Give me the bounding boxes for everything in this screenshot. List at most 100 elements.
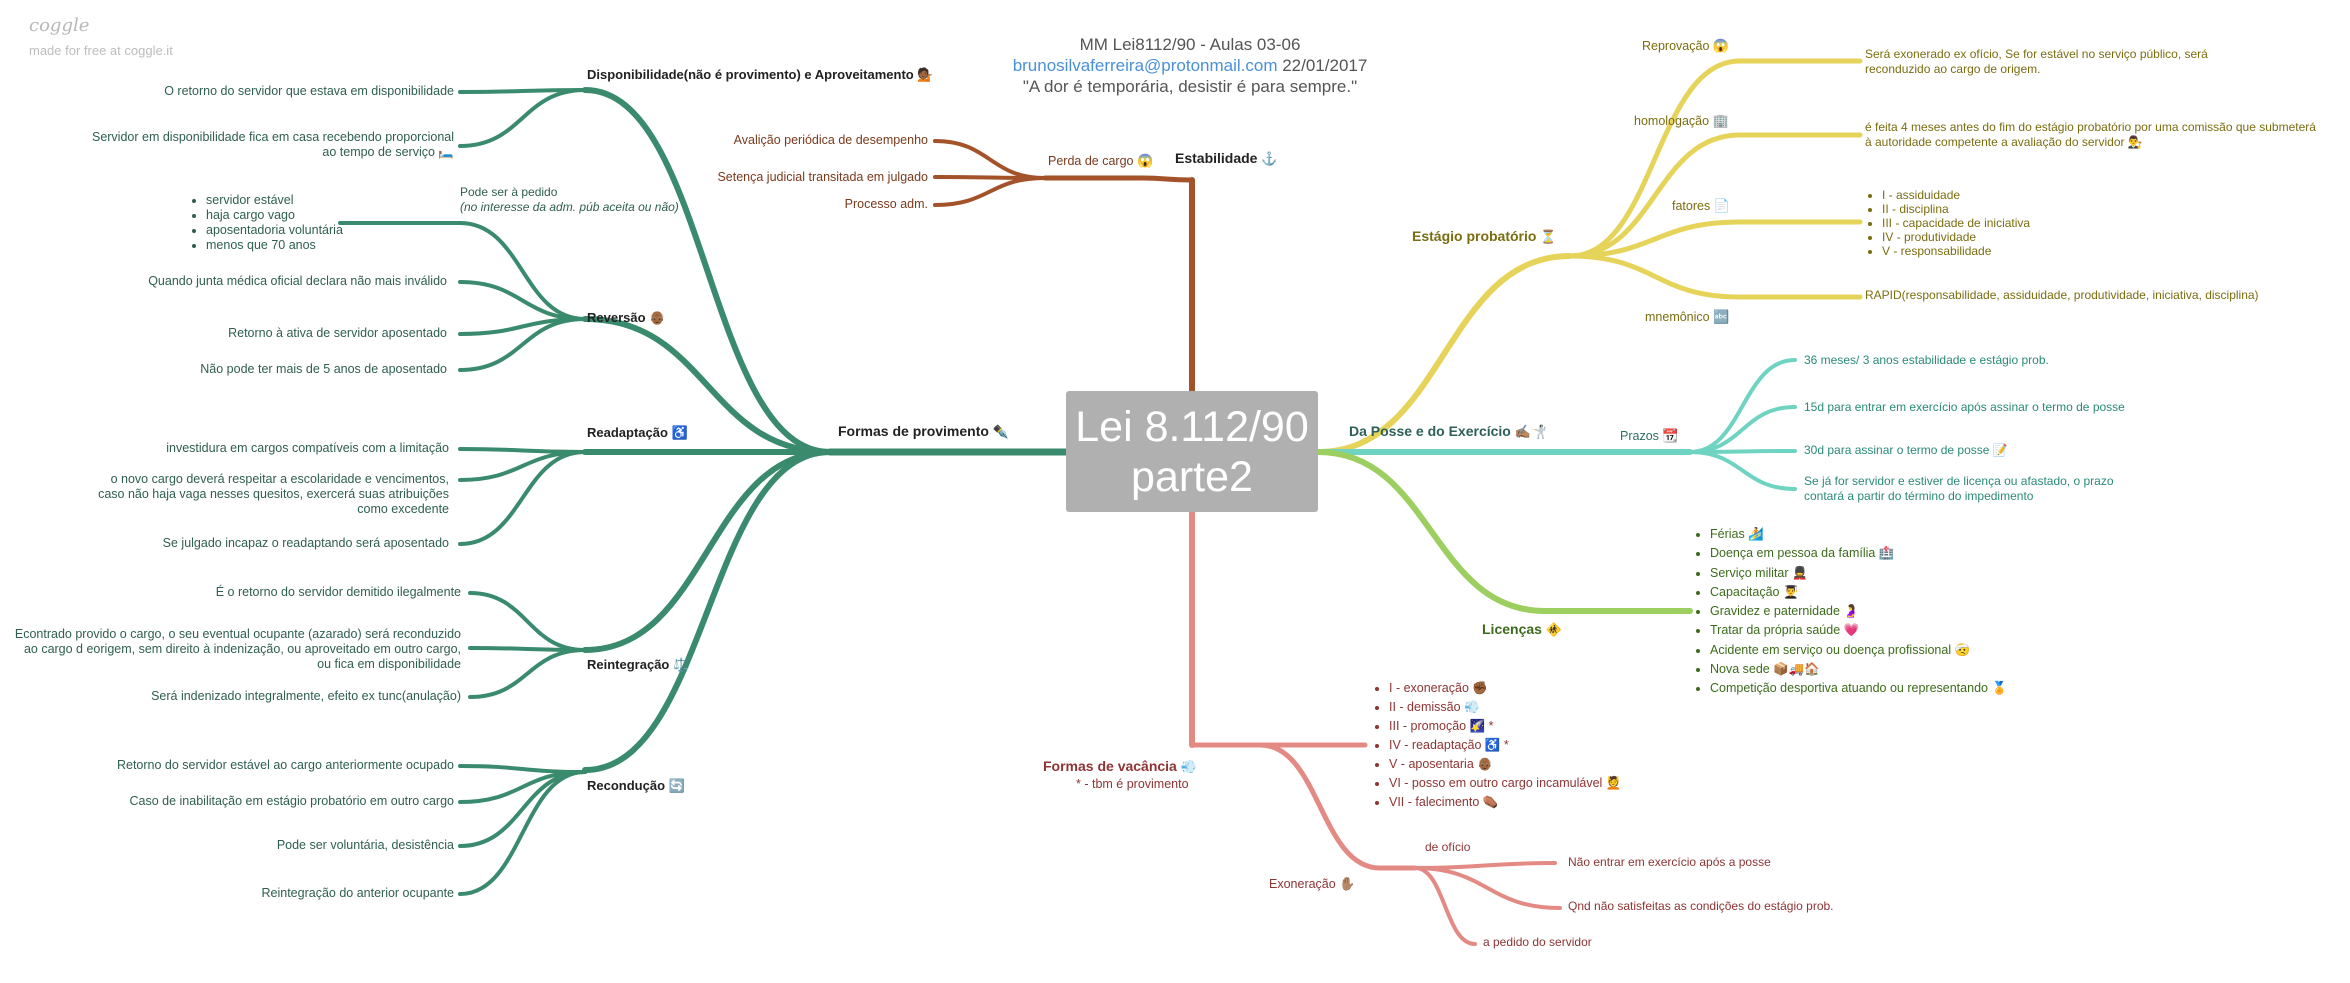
node-homologacao[interactable]: homologação 🏢: [1634, 113, 1729, 128]
brand-logo[interactable]: coggle: [29, 15, 90, 36]
pen-icon: ✒️: [992, 424, 1009, 439]
brand-tagline[interactable]: made for free at coggle.it: [29, 43, 173, 58]
edge-estagio-homol: [1567, 132, 1743, 259]
vacancia-note: * - tbm é provimento: [1076, 777, 1189, 791]
edge-read-leaf: [458, 450, 587, 482]
fator-item: II - disciplina: [1882, 202, 2030, 216]
node-reversao[interactable]: Reversão 👴🏾: [587, 310, 666, 325]
node-mnemonico[interactable]: mnemônico 🔤: [1645, 309, 1730, 324]
leaf-exon-3[interactable]: a pedido do servidor: [1483, 935, 1592, 949]
leaf-disp-1[interactable]: O retorno do servidor que estava em disp…: [164, 84, 454, 98]
reversao-condition: menos que 70 anos: [206, 238, 343, 253]
edge-rev-leaf: [458, 221, 587, 321]
node-formas-vacancia[interactable]: Formas de vacância 💨: [1043, 758, 1197, 775]
leaf-rev-list[interactable]: servidor estávelhaja cargo vagoaposentad…: [188, 193, 343, 253]
edge-prazo-leaf: [1688, 358, 1797, 454]
leaf-exon-2[interactable]: Qnd não satisfeitas as condições do está…: [1568, 899, 1834, 913]
leaf-disp-2[interactable]: Servidor em disponibilidade fica em casa…: [91, 130, 454, 159]
leaf-reint-1[interactable]: É o retorno do servidor demitido ilegalm…: [215, 585, 461, 599]
leaf-rev-2[interactable]: Quando junta médica oficial declara não …: [148, 274, 447, 288]
leaf-reint-3[interactable]: Será indenizado integralmente, efeito ex…: [151, 689, 461, 703]
leaf-reint-2[interactable]: Econtrado provido o cargo, o seu eventua…: [14, 627, 461, 671]
node-exoneracao[interactable]: Exoneração ✋🏽: [1269, 876, 1356, 891]
fator-item: IV - produtividade: [1882, 230, 2030, 244]
central-title-line2: parte2: [1131, 452, 1253, 501]
node-de-oficio[interactable]: de ofício: [1425, 840, 1471, 854]
leaf-read-2[interactable]: o novo cargo deverá respeitar a escolari…: [98, 472, 449, 516]
node-licencas[interactable]: Licenças 🚸: [1482, 621, 1563, 638]
leaf-read-3[interactable]: Se julgado incapaz o readaptando será ap…: [162, 536, 449, 550]
node-perda-cargo[interactable]: Perda de cargo 😱: [1048, 153, 1154, 168]
wheelchair-icon: ♿: [671, 425, 688, 440]
header-title: MM Lei8112/90 - Aulas 03-06: [1079, 35, 1301, 54]
scales-icon: ⚖️: [673, 657, 690, 672]
edge-estab-perda: [1137, 175, 1195, 183]
edge-center-estagio: [1315, 253, 1573, 455]
leaf-rev-4[interactable]: Não pode ter mais de 5 anos de aposentad…: [200, 362, 447, 376]
vacancia-item: IV - readaptação ♿ *: [1389, 736, 1621, 755]
old-man-icon: 👴🏾: [649, 310, 666, 325]
edge-estagio-reprov: [1567, 58, 1743, 259]
node-reprovacao[interactable]: Reprovação 😱: [1642, 38, 1730, 53]
vacancia-item: III - promoção 🌠 *: [1389, 717, 1621, 736]
leaf-read-1[interactable]: investidura em cargos compatíveis com a …: [166, 441, 449, 455]
edge-prov-reint: [582, 449, 833, 653]
leaf-estab-2[interactable]: Setença judicial transitada em julgado: [717, 170, 928, 184]
leaf-estab-1[interactable]: Avalição periódica de desempenho: [733, 133, 928, 147]
vacancia-item: VII - falecimento ⚰️: [1389, 793, 1621, 812]
node-formas-provimento[interactable]: Formas de provimento ✒️: [838, 423, 1009, 440]
leaf-prazo-1[interactable]: 36 meses/ 3 anos estabilidade e estágio …: [1804, 353, 2049, 367]
leaf-recon-4[interactable]: Reintegração do anterior ocupante: [261, 886, 455, 900]
node-readaptacao[interactable]: Readaptação ♿: [587, 425, 688, 440]
dash-icon: 💨: [1180, 759, 1197, 774]
edge-exon-leaf: [1413, 866, 1562, 910]
node-reconducao[interactable]: Recondução 🔄: [587, 778, 685, 793]
writing-icon: ✍🏽🤺: [1514, 424, 1548, 439]
leaf-prazo-3[interactable]: 30d para assinar o termo de posse 📝: [1804, 443, 2008, 457]
leaf-recon-2[interactable]: Caso de inabilitação em estágio probatór…: [129, 794, 455, 808]
fator-item: III - capacidade de iniciativa: [1882, 216, 2030, 230]
document-icon: 📄: [1713, 198, 1730, 213]
edge-center-licencas: [1315, 449, 1548, 614]
edge-perda-leaf: [933, 139, 1047, 180]
edge-reint-leaf: [468, 591, 587, 652]
hand-icon: ✋🏽: [1339, 876, 1356, 891]
leaf-reprovacao[interactable]: Será exonerado ex ofício, Se for estável…: [1865, 47, 2208, 76]
node-disponibilidade[interactable]: Disponibilidade(não é provimento) e Apro…: [587, 67, 934, 82]
leaf-licencas-list[interactable]: Férias 🏄Doença em pessoa da família 🏥Ser…: [1692, 525, 2007, 699]
leaf-mnemonico[interactable]: RAPID(responsabilidade, assiduidade, pro…: [1865, 288, 2259, 302]
node-reintegracao[interactable]: Reintegração ⚖️: [587, 657, 690, 672]
leaf-fatores-list[interactable]: I - assiduidadeII - disciplinaIII - capa…: [1864, 188, 2030, 258]
leaf-prazo-2[interactable]: 15d para entrar em exercício após assina…: [1804, 400, 2125, 414]
leaf-estab-3[interactable]: Processo adm.: [844, 197, 928, 211]
vacancia-item: II - demissão 💨: [1389, 698, 1621, 717]
leaf-recon-1[interactable]: Retorno do servidor estável ao cargo ant…: [116, 758, 454, 772]
leaf-vacancia-list[interactable]: I - exoneração ✊🏾II - demissão 💨III - pr…: [1371, 679, 1621, 812]
licenca-item: Doença em pessoa da família 🏥: [1710, 544, 2007, 563]
node-estabilidade[interactable]: Estabilidade ⚓: [1175, 150, 1278, 167]
fator-item: I - assiduidade: [1882, 188, 2030, 202]
leaf-exon-1[interactable]: Não entrar em exercício após a posse: [1568, 855, 1771, 869]
licenca-item: Férias 🏄: [1710, 525, 2007, 544]
node-estagio-probatorio[interactable]: Estágio probatório ⏳: [1412, 228, 1557, 245]
header-date: 22/01/2017: [1277, 56, 1368, 75]
licenca-item: Tratar da própria saúde 💗: [1710, 621, 2007, 640]
edge-disp-leaf: [458, 88, 587, 148]
leaf-rev-3[interactable]: Retorno à ativa de servidor aposentado: [228, 326, 447, 340]
fator-item: V - responsabilidade: [1882, 244, 2030, 258]
leaf-prazo-4[interactable]: Se já for servidor e estiver de licença …: [1804, 474, 2114, 503]
node-prazos[interactable]: Prazos 📆: [1620, 428, 1679, 443]
leaf-recon-3[interactable]: Pode ser voluntária, desistência: [276, 838, 454, 852]
leaf-homologacao[interactable]: é feita 4 meses antes do fim do estágio …: [1865, 120, 2316, 149]
node-fatores[interactable]: fatores 📄: [1672, 198, 1730, 213]
edge-read-leaf: [458, 450, 587, 546]
header-note: MM Lei8112/90 - Aulas 03-06 brunosilvafe…: [1000, 34, 1380, 97]
node-posse-exercicio[interactable]: Da Posse e do Exercício ✍🏽🤺: [1349, 423, 1548, 440]
leaf-rev-pedido[interactable]: Pode ser à pedido(no interesse da adm. p…: [460, 185, 679, 214]
licenca-item: Nova sede 📦🚚🏠: [1710, 660, 2007, 679]
edge-prov-reversao: [582, 316, 833, 455]
edge-exon-leaf: [1413, 861, 1557, 870]
email-link[interactable]: brunosilvaferreira@protonmail.com: [1012, 56, 1278, 75]
